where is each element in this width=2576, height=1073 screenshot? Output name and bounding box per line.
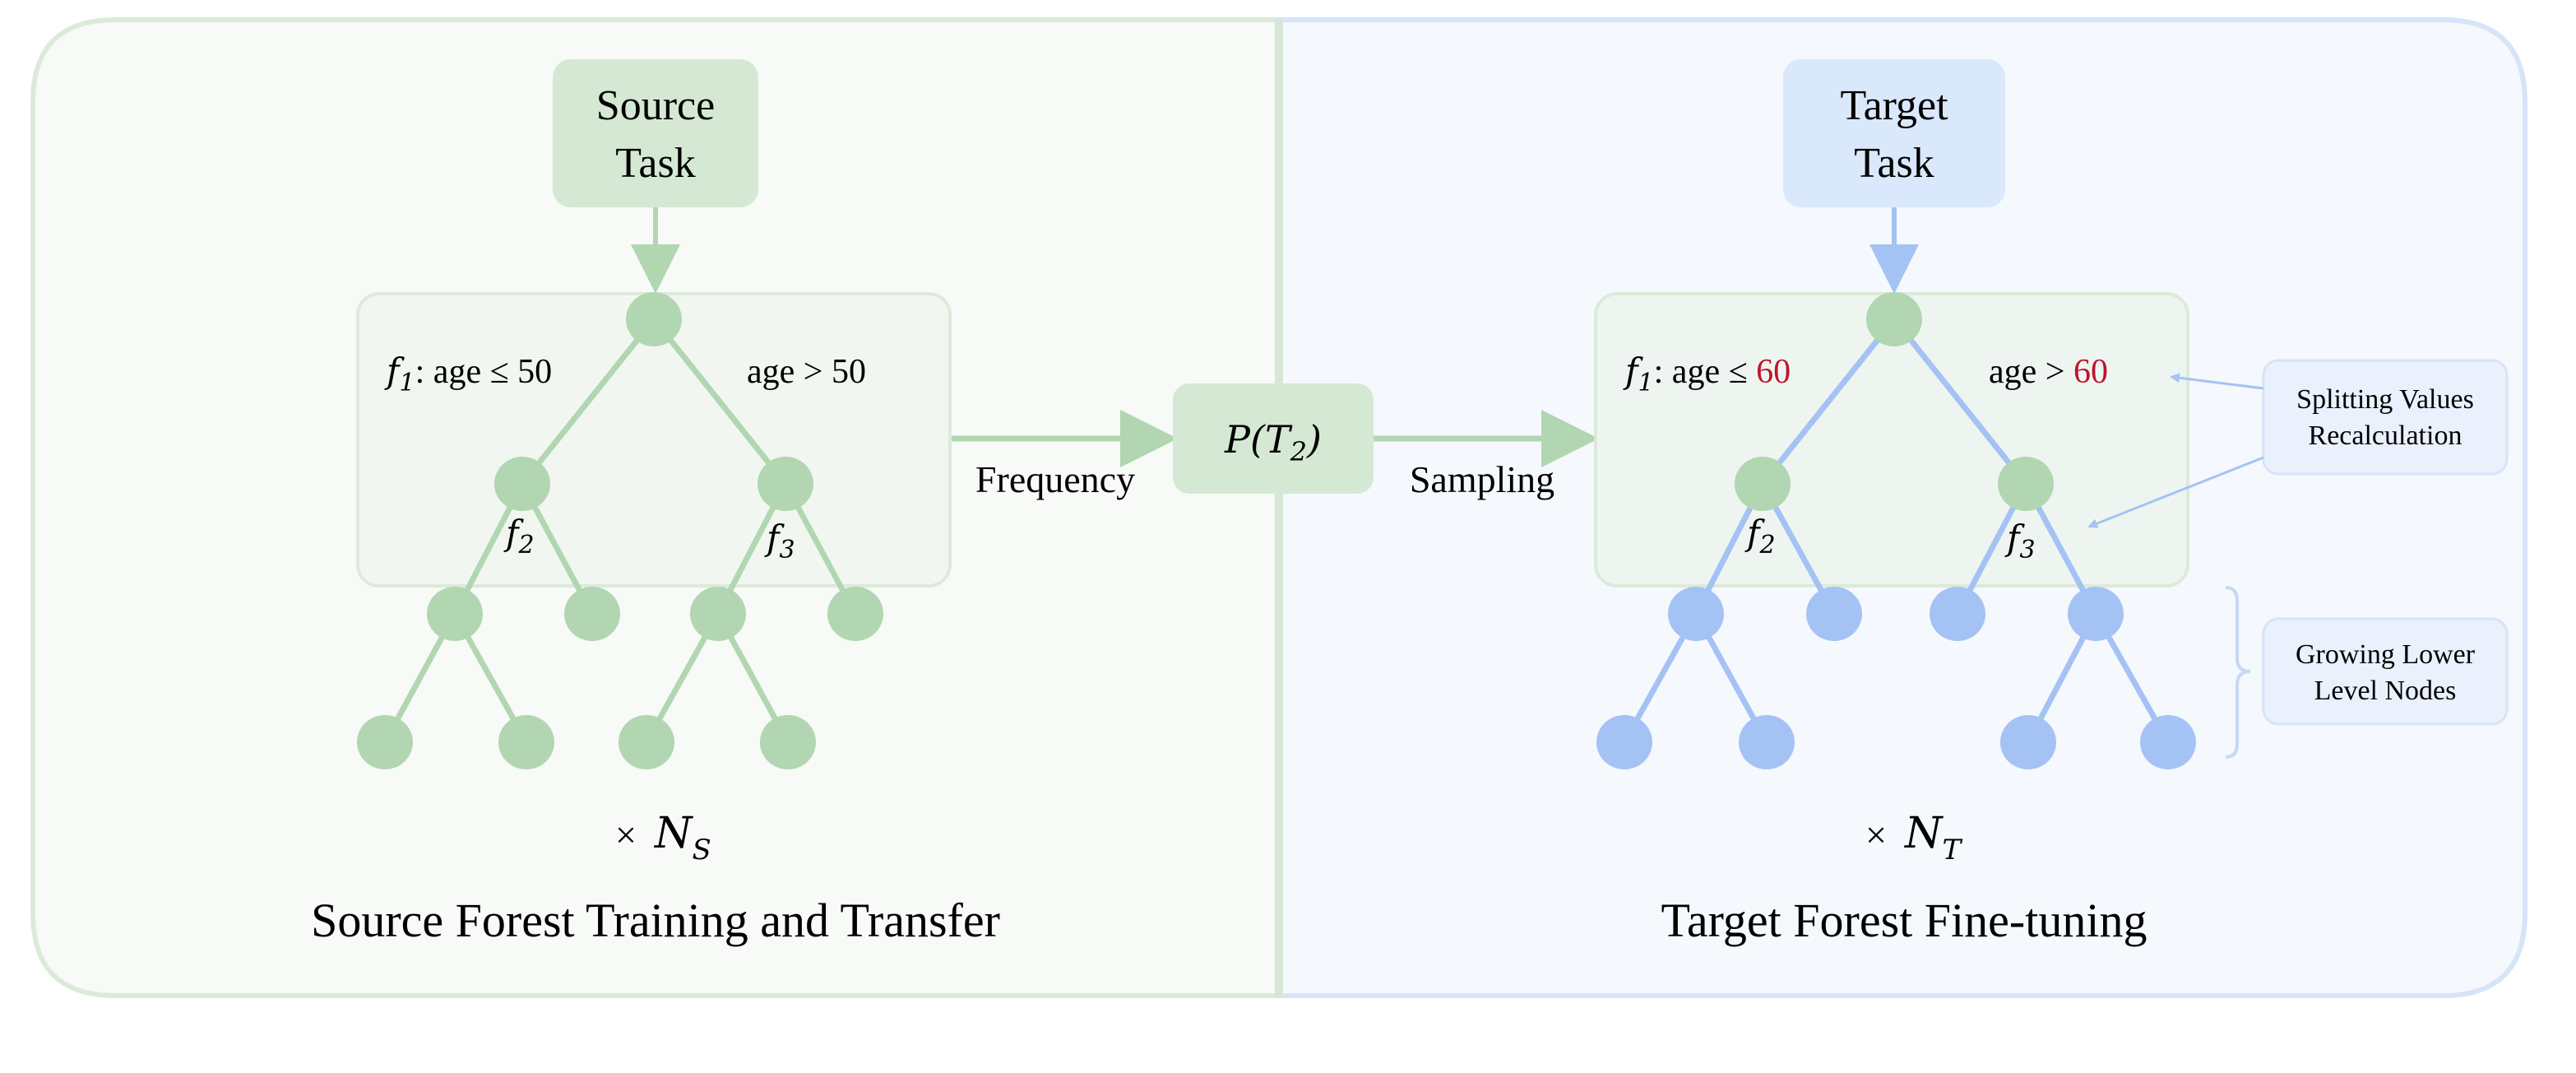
source-caption: Source Forest Training and Transfer xyxy=(311,894,1000,947)
source-split-left-label: f1: age ≤ 50 xyxy=(384,351,552,397)
source-tree-nodes xyxy=(357,292,883,769)
source-node xyxy=(690,587,746,641)
probability-box xyxy=(1173,383,1374,494)
source-split-right-label: age > 50 xyxy=(747,353,866,391)
source-leaf-node xyxy=(498,715,554,769)
target-f2-label: f2 xyxy=(1744,513,1776,560)
source-f2-label: f2 xyxy=(503,513,535,560)
target-grown-node xyxy=(2068,587,2124,641)
source-task-label-line1: Source xyxy=(596,82,715,129)
source-node-f2 xyxy=(494,457,550,511)
target-split-right-label: age > 60 xyxy=(1989,353,2108,391)
target-grown-leaf xyxy=(2140,715,2196,769)
target-grown-leaf xyxy=(1596,715,1652,769)
growing-nodes-note-line2: Level Nodes xyxy=(2314,676,2457,706)
source-f3-label: f3 xyxy=(764,518,795,564)
note-arrow-to-root-split xyxy=(2170,373,2264,390)
note-arrow-to-f3-split xyxy=(2087,456,2264,528)
frequency-label: Frequency xyxy=(975,458,1135,500)
lower-level-brace xyxy=(2225,586,2251,759)
target-task-label-line1: Target xyxy=(1840,82,1948,129)
source-node xyxy=(827,587,883,641)
source-task-label-line2: Task xyxy=(615,140,695,187)
target-task-box xyxy=(1783,59,2005,207)
target-node-f3 xyxy=(1998,457,2054,511)
target-grown-leaf xyxy=(1739,715,1795,769)
splitting-values-note-line1: Splitting Values xyxy=(2296,384,2474,415)
growing-nodes-note-line1: Growing Lower xyxy=(2296,639,2476,670)
target-node-f2 xyxy=(1735,457,1791,511)
target-grown-node xyxy=(1930,587,1985,641)
source-root-node xyxy=(626,292,682,346)
target-caption: Target Forest Fine-tuning xyxy=(1661,894,2147,947)
source-leaf-node xyxy=(357,715,413,769)
splitting-values-note-line2: Recalculation xyxy=(2309,420,2462,451)
target-grown-node xyxy=(1668,587,1724,641)
probability-label: P(T2) xyxy=(1224,417,1322,467)
source-task-box xyxy=(553,59,758,207)
source-node-f3 xyxy=(758,457,813,511)
source-node xyxy=(564,587,620,641)
target-root-node xyxy=(1866,292,1922,346)
target-multiplier: ×NT xyxy=(1865,809,1962,866)
target-tree-nodes xyxy=(1596,292,2196,769)
target-grown-node xyxy=(1806,587,1862,641)
source-leaf-node xyxy=(619,715,674,769)
target-split-left-label: f1: age ≤ 60 xyxy=(1623,351,1791,397)
source-node xyxy=(427,587,483,641)
splitting-values-note-box xyxy=(2262,359,2509,476)
target-grown-leaf xyxy=(2000,715,2056,769)
target-task-label-line2: Task xyxy=(1854,140,1934,187)
source-leaf-node xyxy=(760,715,816,769)
source-multiplier: ×NS xyxy=(615,809,711,866)
sampling-label: Sampling xyxy=(1410,458,1554,500)
growing-nodes-note-box xyxy=(2262,617,2509,726)
